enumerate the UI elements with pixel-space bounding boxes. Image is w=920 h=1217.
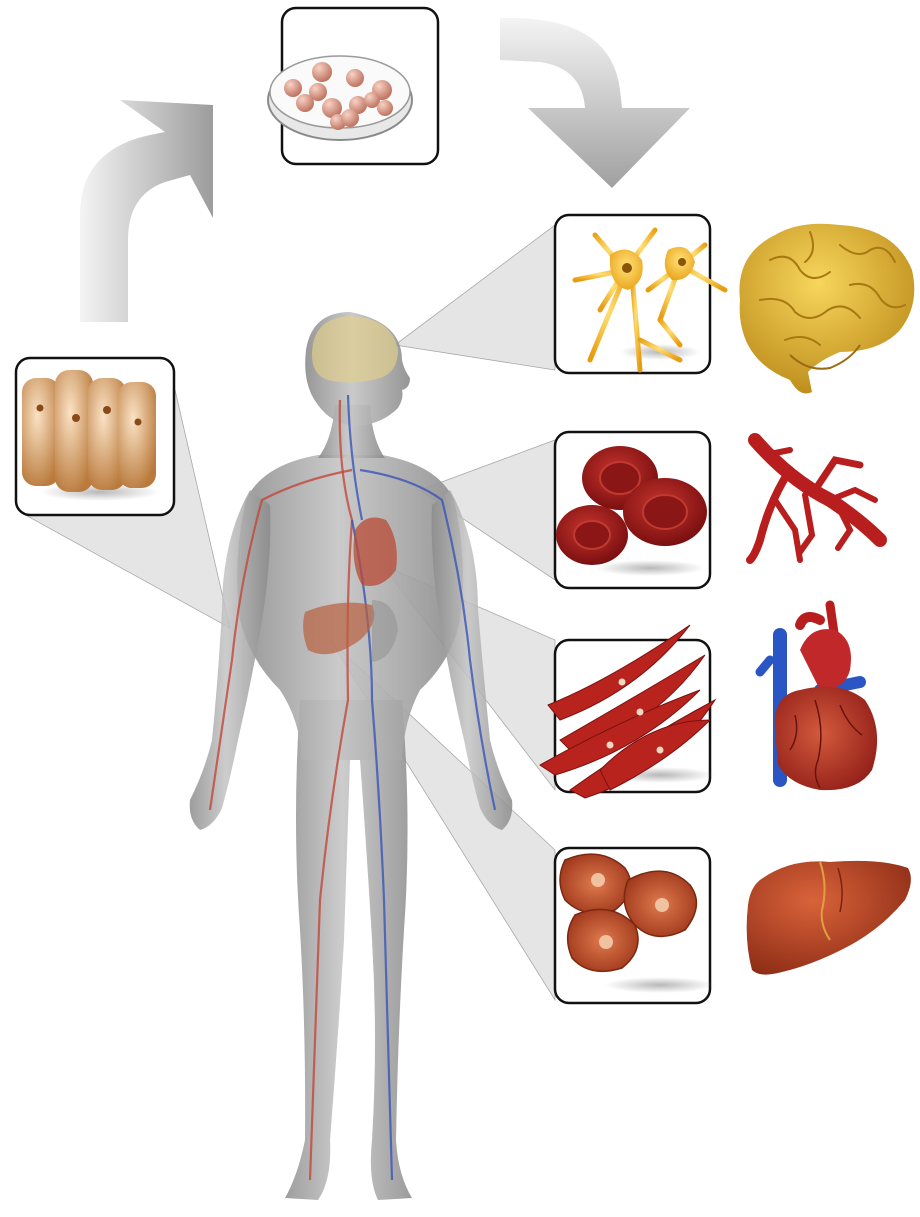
brain-icon — [739, 224, 914, 394]
human-body-figure — [190, 312, 513, 1200]
connector-brain — [395, 225, 555, 370]
cell-culture-panel — [268, 8, 438, 164]
differentiation-arrow-icon — [500, 18, 690, 188]
liver-icon — [747, 861, 911, 975]
body-heart — [354, 518, 397, 586]
muscle-cells-panel — [540, 625, 715, 798]
blood-vessel-icon — [750, 440, 880, 560]
skin-cells-panel — [16, 358, 174, 515]
heart-icon — [760, 605, 877, 790]
skin-cells-icon — [22, 370, 160, 501]
reprogramming-arrow-icon — [80, 100, 213, 322]
blood-cells-panel — [555, 432, 710, 588]
petri-dish-icon — [268, 56, 412, 140]
liver-cells-panel — [555, 848, 715, 1003]
neurons-panel — [555, 215, 725, 373]
